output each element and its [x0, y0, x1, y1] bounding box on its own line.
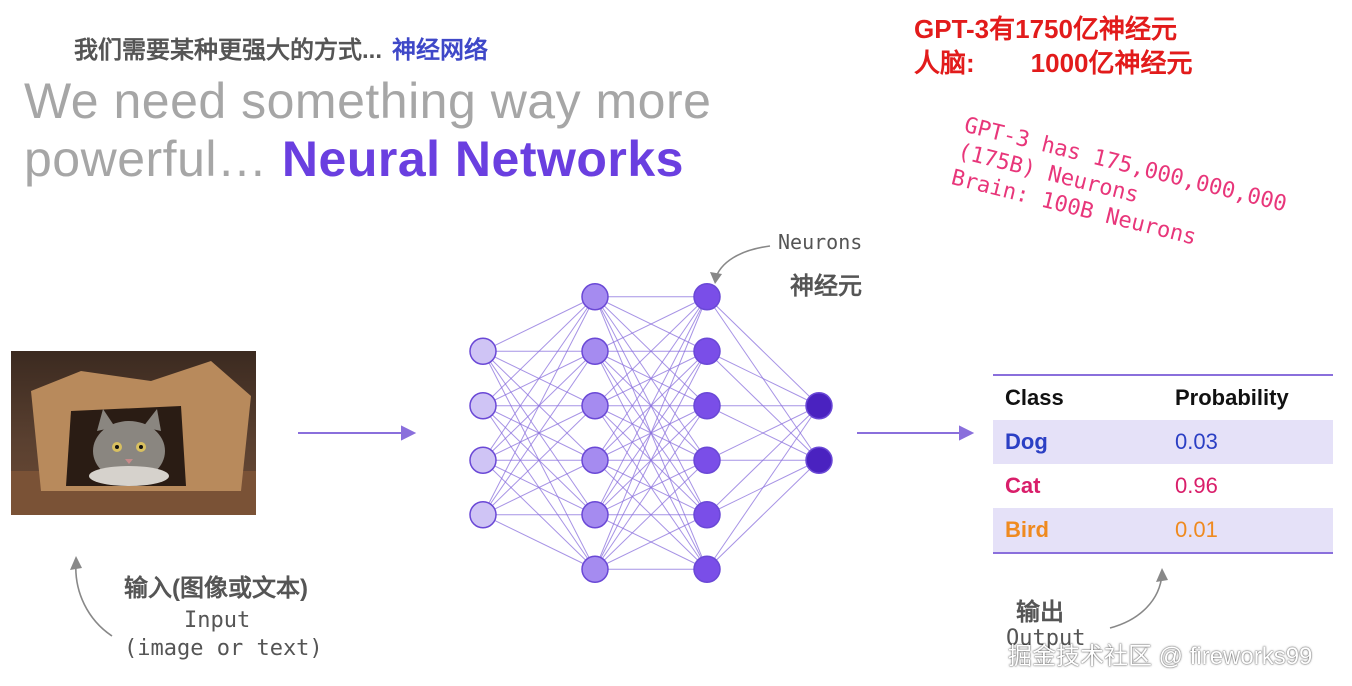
neuron-node — [581, 555, 609, 583]
network-edge — [594, 296, 708, 570]
network-edge — [594, 351, 708, 570]
neuron-node — [693, 392, 721, 420]
neuron-node — [693, 446, 721, 474]
subtitle-cn-text: 我们需要某种更强大的方式... — [74, 37, 383, 64]
neurons-label-en: Neurons — [778, 230, 863, 254]
neuron-node — [581, 392, 609, 420]
network-edge — [482, 296, 596, 461]
subtitle-cn-highlight: 神经网络 — [392, 37, 489, 64]
network-edge — [706, 350, 820, 407]
input-label-cn: 输入(图像或文本) — [124, 575, 308, 602]
page-title: We need something way more powerful… Neu… — [24, 72, 711, 188]
cat-illustration — [11, 361, 256, 515]
neuron-node — [469, 392, 497, 420]
neuron-node — [805, 446, 833, 474]
output-pointer-arrow — [1109, 573, 1163, 629]
neurons-label-cn: 神经元 — [790, 273, 862, 300]
network-edge — [594, 459, 708, 570]
arrows — [298, 425, 975, 441]
output-label-en: Output — [1006, 626, 1086, 651]
row-class: Cat — [1005, 473, 1041, 498]
network-edge — [706, 459, 820, 570]
neuron-node — [581, 283, 609, 311]
network-edge — [482, 350, 596, 516]
table-header-class: Class — [1005, 385, 1064, 410]
network-edge — [482, 296, 596, 515]
network-edge — [706, 405, 820, 570]
row-probability: 0.03 — [1175, 429, 1218, 454]
title-line-2-prefix: powerful… — [24, 131, 268, 187]
network-edges — [482, 296, 820, 570]
stats-cn: GPT-3有1750亿神经元 人脑: 1000亿神经元 — [914, 12, 1193, 80]
network-edge — [482, 405, 596, 516]
probability-table: Class Probability Dog 0.03 Cat 0.96 Bird… — [993, 374, 1333, 554]
table-header-probability: Probability — [1175, 385, 1289, 410]
output-arrow-head — [959, 425, 975, 441]
annotation-arrows — [70, 245, 1168, 637]
neuron-node — [693, 337, 721, 365]
title-line-2-highlight: Neural Networks — [281, 131, 684, 187]
input-pointer-arrow — [75, 561, 113, 637]
output-label-cn: 输出 — [1016, 599, 1064, 626]
input-arrow-head — [401, 425, 417, 441]
network-edge — [594, 296, 708, 515]
neuron-node — [693, 555, 721, 583]
table-row: Bird 0.01 — [993, 508, 1333, 554]
network-edge — [594, 514, 708, 570]
network-edge — [706, 405, 820, 461]
neurons-pointer-arrow — [714, 245, 771, 281]
subtitle-cn: 我们需要某种更强大的方式... 神经网络 — [74, 30, 488, 65]
table-row: Dog 0.03 — [993, 420, 1333, 464]
neuron-node — [805, 392, 833, 420]
row-class: Bird — [1005, 517, 1049, 542]
stats-cn-line-2: 人脑: 1000亿神经元 — [914, 46, 1193, 80]
table-row: Cat 0.96 — [993, 464, 1333, 508]
stats-cn-line-1: GPT-3有1750亿神经元 — [914, 14, 1177, 44]
row-class: Dog — [1005, 429, 1048, 454]
neuron-node — [469, 501, 497, 529]
row-probability: 0.01 — [1175, 517, 1218, 542]
input-label-en-sub: (image or text) — [124, 636, 323, 661]
network-edge — [482, 296, 596, 352]
stats-cn-label: 人脑: — [914, 48, 975, 78]
network-edge — [482, 514, 596, 570]
network-edge — [594, 405, 708, 570]
neuron-node — [693, 283, 721, 311]
network-nodes — [469, 283, 833, 583]
network-edge — [706, 405, 820, 516]
network-edge — [594, 296, 708, 352]
neuron-node — [693, 501, 721, 529]
neuron-node — [469, 337, 497, 365]
input-label-en: Input — [184, 608, 251, 633]
cat-in-bag-image — [11, 351, 256, 515]
neuron-node — [581, 337, 609, 365]
network-edge — [482, 296, 596, 407]
network-edge — [482, 459, 596, 516]
table-header-row: Class Probability — [993, 374, 1333, 420]
stats-cn-value: 1000亿神经元 — [1030, 48, 1193, 78]
network-edge — [706, 296, 820, 407]
row-probability: 0.96 — [1175, 473, 1218, 498]
watermark: 掘金技术社区 @ fireworks99 — [1008, 643, 1313, 670]
network-edge — [594, 296, 708, 407]
title-line-2: powerful… Neural Networks — [24, 130, 711, 188]
title-line-1: We need something way more — [24, 73, 712, 129]
neuron-node — [581, 501, 609, 529]
network-edge — [594, 296, 708, 461]
neuron-node — [581, 446, 609, 474]
neuron-node — [469, 446, 497, 474]
